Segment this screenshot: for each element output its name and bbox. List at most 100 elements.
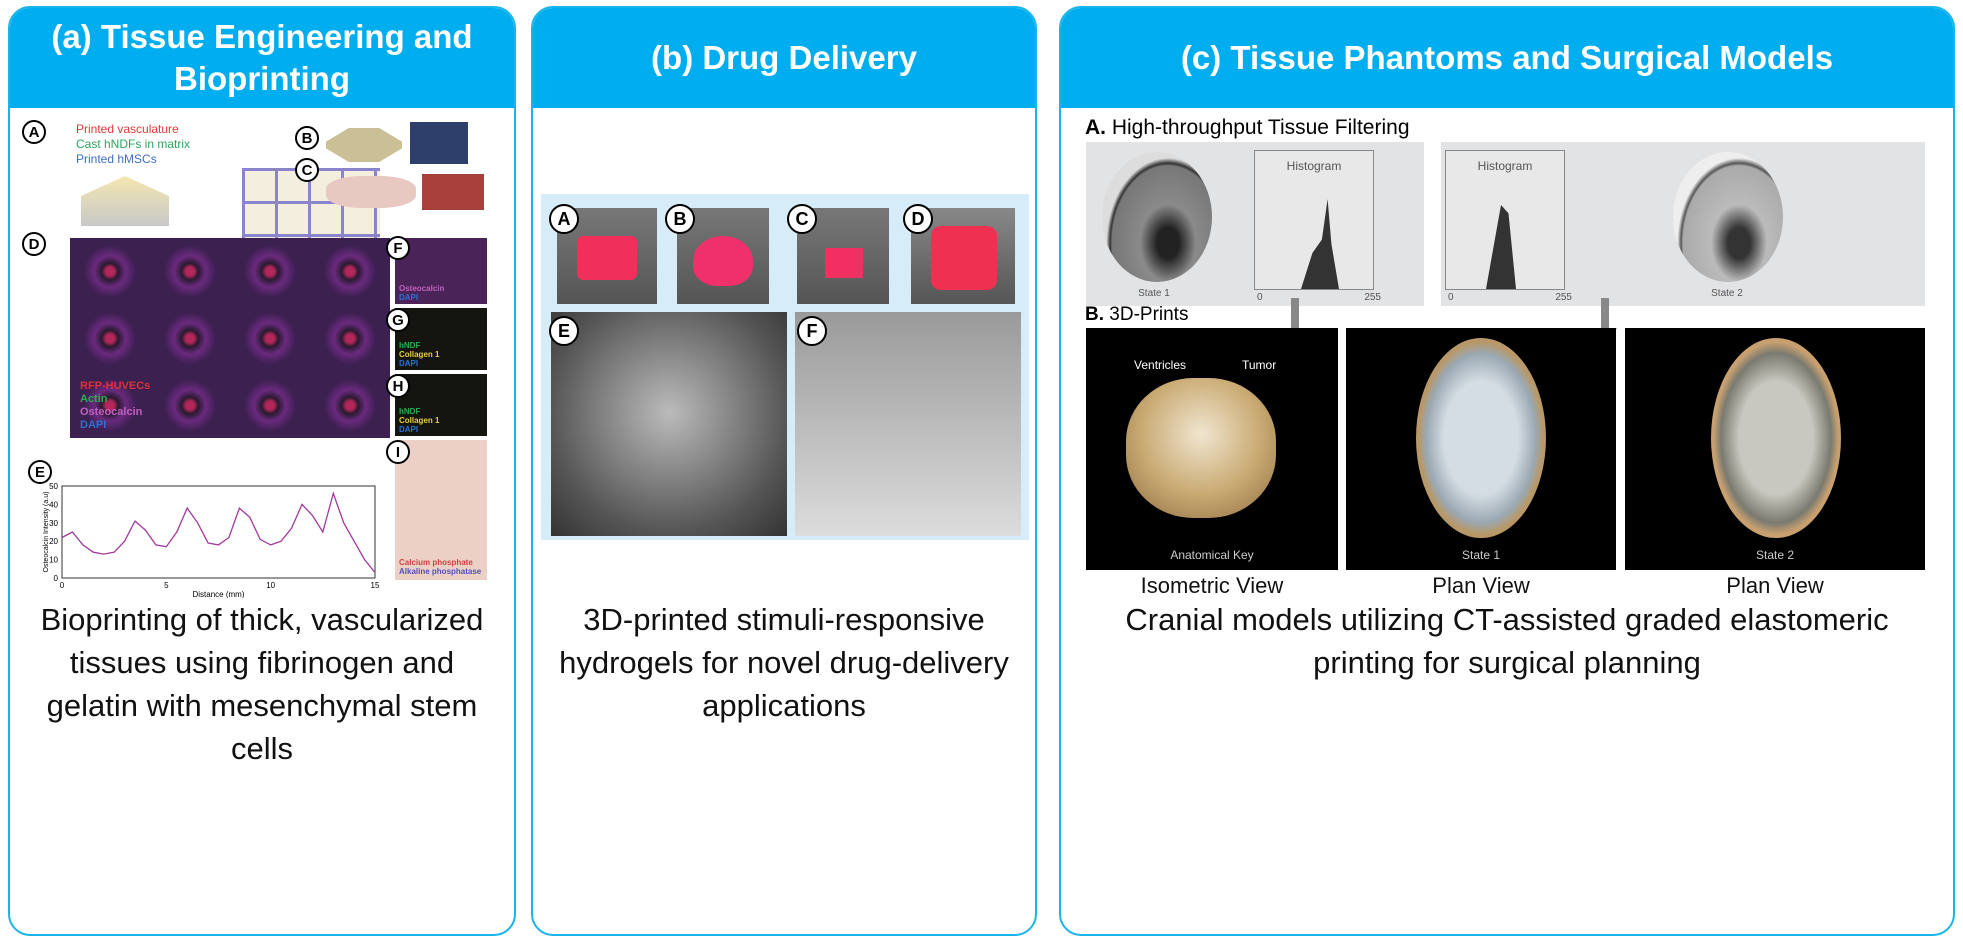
state1-filter: State 1 Histogram 0 255 (1086, 142, 1424, 306)
section-a-heading: A. High-throughput Tissue Filtering (1085, 116, 1410, 140)
y-axis-label: Osteocalcin Intensity (a.u) (43, 492, 50, 573)
sem-image-f (795, 312, 1021, 536)
panel-caption: Cranial models utilizing CT-assisted gra… (1125, 602, 1889, 680)
g-dapi: DAPI (399, 359, 419, 368)
stain-dapi: DAPI (80, 419, 107, 431)
y-tick-label: 40 (49, 500, 58, 509)
sublabel-b: B (295, 126, 319, 150)
y-tick-label: 10 (49, 556, 58, 565)
h-hndf: hNDF (399, 407, 421, 416)
print-label-state1: State 1 (1461, 548, 1501, 562)
panel-title: (c) Tissue Phantoms and Surgical Models (1061, 8, 1953, 108)
panel-caption: 3D-printed stimuli-responsive hydrogels … (559, 602, 1009, 723)
state2-filter: Histogram 0 255 State 2 (1441, 142, 1925, 306)
panel-title: (b) Drug Delivery (533, 8, 1035, 108)
h-collagen: Collagen 1 (399, 416, 440, 425)
stain-actin: Actin (80, 393, 108, 405)
printer-schematic (81, 176, 169, 226)
y-tick-label: 30 (49, 519, 58, 528)
print-state2: State 2 (1625, 328, 1925, 570)
x-tick-label: 5 (164, 581, 169, 590)
section-b-letter: B. (1085, 304, 1104, 325)
section-b-title: 3D-Prints (1109, 304, 1189, 325)
tissue-photo-2 (422, 174, 484, 210)
panel-caption: Bioprinting of thick, vascularized tissu… (40, 602, 484, 766)
hydrogel-figure: A B C D E F (541, 194, 1029, 540)
panel-tissue-engineering: (a) Tissue Engineering and Bioprinting A… (8, 6, 516, 936)
sublabel-d: D (22, 232, 46, 256)
h-dapi: DAPI (399, 425, 419, 434)
sublabel-e: E (28, 460, 52, 484)
y-tick-label: 50 (49, 482, 58, 491)
sublabel-a: A (22, 120, 46, 144)
x-tick-label: 0 (60, 581, 65, 590)
fluorescence-image (70, 238, 390, 438)
sem-image-e (551, 312, 787, 536)
y-tick-label: 0 (54, 574, 59, 583)
i-calcium: Calcium phosphate (399, 558, 473, 567)
annot-tumor: Tumor (1242, 358, 1277, 372)
ct-scan-state1 (1102, 152, 1212, 282)
state2-label: State 2 (1711, 288, 1743, 299)
stain-legend: RFP-HUVECs Actin Osteocalcin DAPI (80, 380, 150, 432)
state1-label: State 1 (1138, 288, 1170, 299)
sublabel-c: C (787, 204, 817, 234)
hist-min: 0 (1448, 292, 1454, 303)
series-line (61, 491, 376, 573)
sublabel-a: A (549, 204, 579, 234)
plot-frame (61, 485, 376, 579)
section-a-letter: A. (1085, 116, 1106, 139)
x-axis-label: Distance (mm) (192, 590, 244, 598)
chip-photo (326, 128, 402, 162)
print-isometric: Ventricles Tumor Anatomical Key (1086, 328, 1338, 570)
f-dapi: DAPI (399, 293, 419, 302)
hist-min: 0 (1257, 292, 1263, 303)
hist-max: 255 (1364, 292, 1381, 303)
legend-cast-hndfs: Cast hNDFs in matrix (76, 137, 191, 151)
f-osteocalcin: Osteocalcin (399, 284, 445, 293)
histogram-2: Histogram 0 255 (1445, 150, 1572, 303)
sublabel-c: C (295, 158, 319, 182)
panel-tissue-phantoms: (c) Tissue Phantoms and Surgical Models … (1059, 6, 1955, 936)
sublabel-g: G (386, 308, 410, 332)
print-label-anatomical: Anatomical Key (1170, 548, 1254, 562)
stain-osteocalcin: Osteocalcin (80, 406, 143, 418)
histogram-title: Histogram (1477, 159, 1533, 173)
sublabel-e: E (549, 316, 579, 346)
view-label-plan-1: Plan View (1432, 573, 1530, 598)
hand-photo (410, 122, 468, 164)
tissue-photo-1 (326, 176, 416, 208)
panel-drug-delivery: (b) Drug Delivery A B C D E F 3D-printed… (531, 6, 1037, 936)
sublabel-f: F (386, 236, 410, 260)
histogram-1: Histogram 0 255 (1254, 150, 1381, 303)
view-label-isometric: Isometric View (1140, 573, 1284, 598)
ct-scan-state2 (1673, 152, 1783, 282)
print-state1: State 1 (1346, 328, 1616, 570)
section-b-heading: B. 3D-Prints (1085, 304, 1188, 326)
legend-a: Printed vasculature Cast hNDFs in matrix… (76, 122, 190, 167)
y-tick-label: 20 (49, 537, 58, 546)
histogram-title: Histogram (1286, 159, 1342, 173)
view-label-plan-2: Plan View (1726, 573, 1824, 598)
image-a (557, 208, 657, 304)
g-hndf: hNDF (399, 341, 421, 350)
sublabel-f: F (797, 316, 827, 346)
sublabel-h: H (386, 374, 410, 398)
x-tick-label: 10 (266, 581, 275, 590)
print-label-state2: State 2 (1755, 548, 1795, 562)
annot-ventricles: Ventricles (1134, 358, 1187, 372)
legend-printed-vasculature: Printed vasculature (76, 122, 179, 136)
section-a-title: High-throughput Tissue Filtering (1111, 116, 1410, 139)
g-collagen: Collagen 1 (399, 350, 440, 359)
panel-title: (a) Tissue Engineering and Bioprinting (10, 8, 514, 108)
sublabel-d: D (903, 204, 933, 234)
x-tick-label: 15 (371, 581, 380, 590)
stain-rfp-huvecs: RFP-HUVECs (80, 380, 151, 392)
hist-max: 255 (1555, 292, 1572, 303)
legend-printed-hmscs: Printed hMSCs (76, 152, 157, 166)
i-alkaline: Alkaline phosphatase (399, 567, 482, 576)
